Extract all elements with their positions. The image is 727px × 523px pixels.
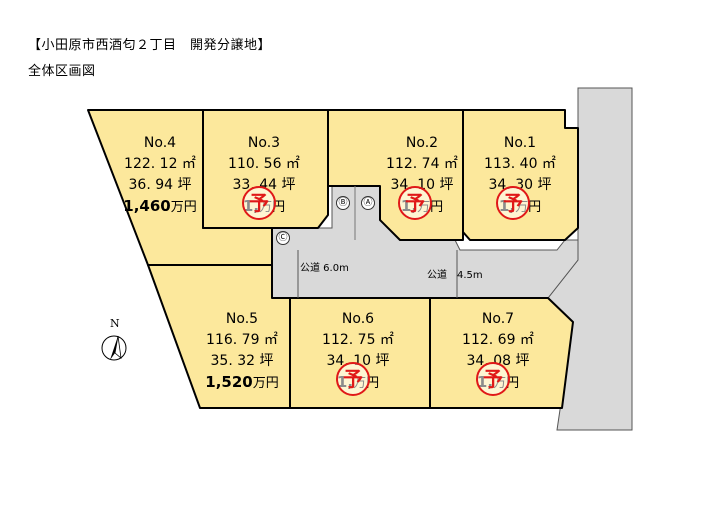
reserved-stamp-lot-2: 予 <box>398 186 432 220</box>
map-subtitle: 全体区画図 <box>28 64 96 79</box>
road-label-6m: 公道 6.0m <box>300 263 349 274</box>
lot-3-info: No.3 110. 56 ㎡ 33. 44 坪 1,万円 <box>214 133 314 218</box>
reserved-stamp-lot-7: 予 <box>476 362 510 396</box>
lot-number: No.7 <box>481 311 515 327</box>
lot-number: No.5 <box>225 311 259 327</box>
lot-area-m2: 122. 12 ㎡ <box>124 156 196 172</box>
lot-7 <box>429 297 574 409</box>
lot-area-tsubo: 36. 94 坪 <box>128 177 192 193</box>
marker-b: Ⓑ <box>336 196 350 210</box>
map-title: 【小田原市西酒匂２丁目 開発分譲地】 <box>28 38 272 53</box>
lot-number: No.4 <box>143 135 177 151</box>
north-arrow-icon <box>101 335 127 361</box>
lot-number: No.1 <box>503 135 537 151</box>
reserved-stamp-lot-1: 予 <box>496 186 530 220</box>
lot-number: No.6 <box>341 311 375 327</box>
lot-5-info: No.5 116. 79 ㎡ 35. 32 坪 1,520万円 <box>192 309 292 394</box>
north-label: N <box>110 317 120 330</box>
lot-number: No.2 <box>405 135 439 151</box>
marker-a: Ⓐ <box>361 196 375 210</box>
lot-area-m2: 110. 56 ㎡ <box>228 156 300 172</box>
reserved-stamp-lot-6: 予 <box>336 362 370 396</box>
lot-area-m2: 116. 79 ㎡ <box>206 332 278 348</box>
lot-4-info: No.4 122. 12 ㎡ 36. 94 坪 1,460万円 <box>110 133 210 218</box>
lot-area-m2: 112. 69 ㎡ <box>462 332 534 348</box>
road-label-45m: 公道 4.5m <box>427 270 483 281</box>
lot-area-tsubo: 35. 32 坪 <box>210 353 274 369</box>
lot-price: 1,460万円 <box>123 197 197 215</box>
lot-3 <box>202 109 329 229</box>
lot-area-m2: 112. 75 ㎡ <box>322 332 394 348</box>
lot-2-info: No.2 112. 74 ㎡ 34. 10 坪 1,万円 <box>372 133 472 218</box>
lot-number: No.3 <box>247 135 281 151</box>
lot-area-m2: 113. 40 ㎡ <box>484 156 556 172</box>
lot-1 <box>462 109 579 241</box>
reserved-stamp-lot-3: 予 <box>242 186 276 220</box>
marker-c: Ⓒ <box>276 231 290 245</box>
lot-area-m2: 112. 74 ㎡ <box>386 156 458 172</box>
lot-price: 1,520万円 <box>205 373 279 391</box>
